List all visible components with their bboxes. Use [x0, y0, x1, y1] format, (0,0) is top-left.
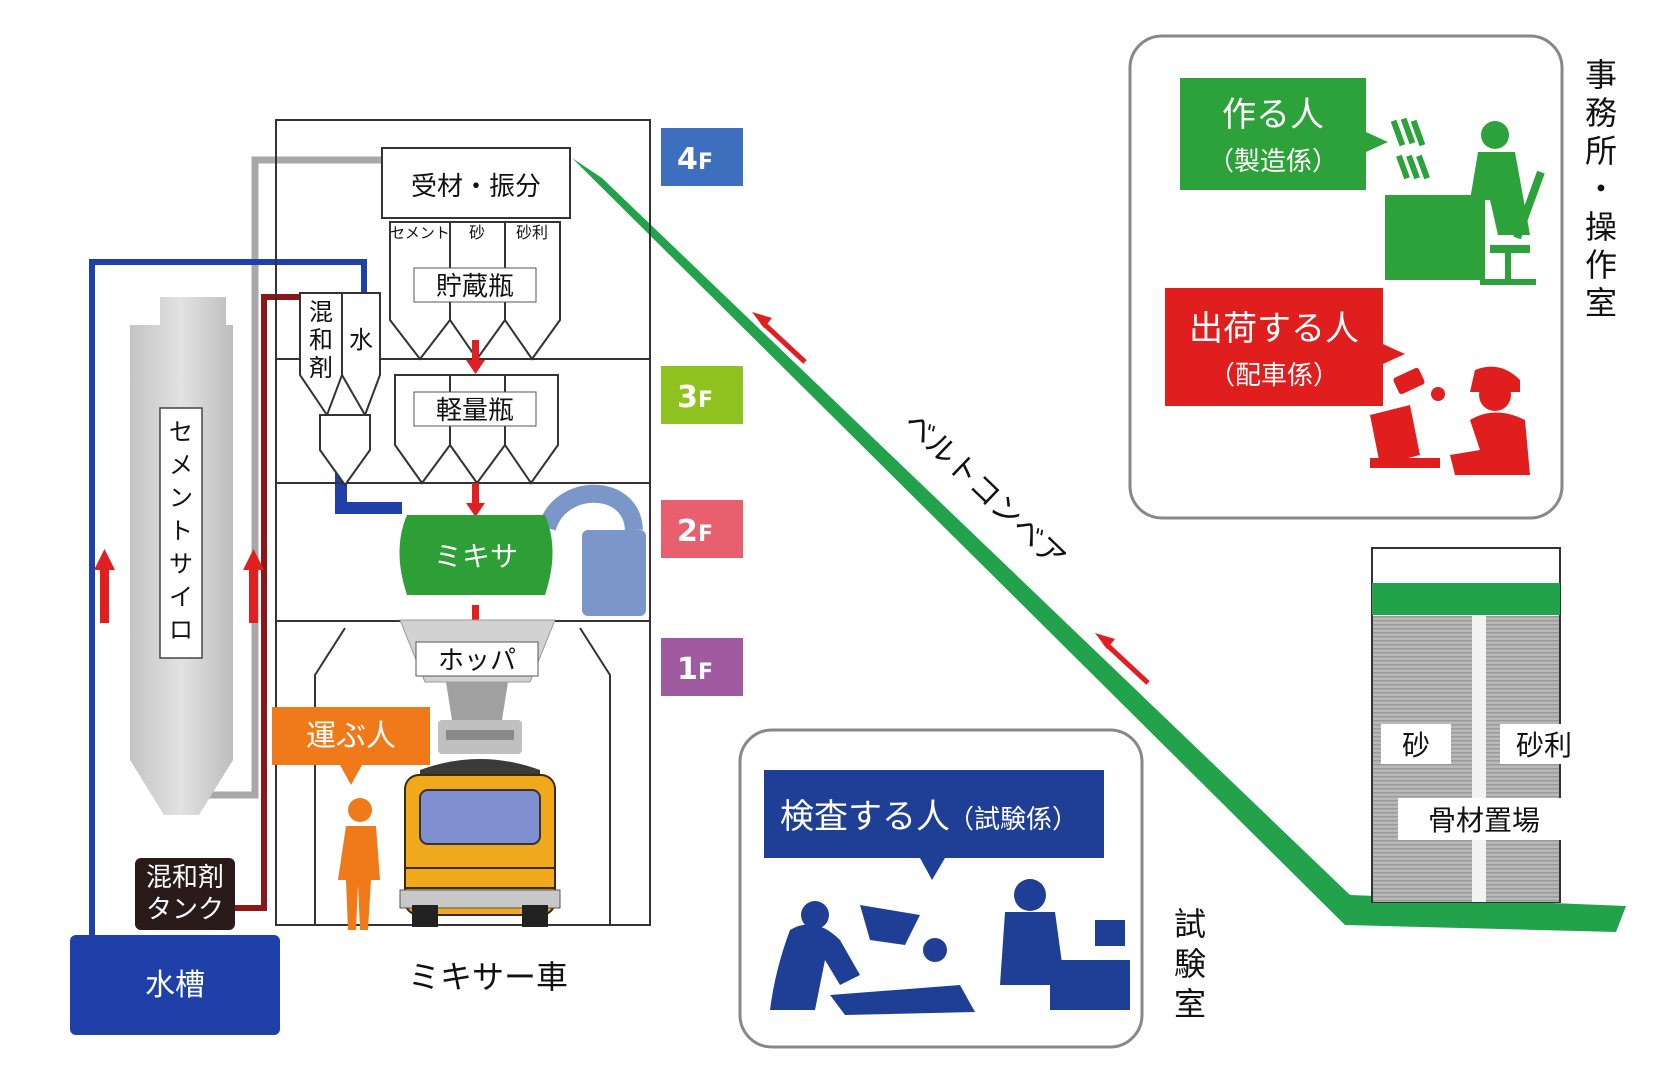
mixer-body: [399, 515, 553, 595]
bin-cement-label: セメント: [390, 224, 450, 242]
transporter-figure: [338, 798, 380, 930]
maker-figure: [1385, 117, 1545, 285]
shipper-figure: [1370, 366, 1530, 475]
svg-text:検査する人: 検査する人: [780, 797, 950, 837]
svg-text:セ: セ: [169, 418, 193, 446]
admixture-char: 和: [309, 326, 333, 354]
yard-label: 骨材置場: [1428, 804, 1540, 837]
yard-sand-label: 砂: [1402, 729, 1430, 762]
svg-text:メ: メ: [169, 451, 193, 479]
floor-3f: 3 F: [661, 366, 743, 424]
transporter-callout: 運ぶ人: [272, 707, 430, 785]
bin-sand-label: 砂: [469, 223, 485, 242]
flow-arrow: [760, 320, 807, 364]
yard-gravel-box: [1500, 724, 1588, 764]
up-arrow-mid: [243, 549, 264, 623]
svg-text:F: F: [698, 522, 713, 547]
svg-text:操: 操: [1585, 208, 1617, 246]
office-title: 事 務 所 ・ 操 作 室: [1585, 56, 1617, 322]
svg-text:（配車係）: （配車係）: [1209, 361, 1339, 391]
hopper-chute: [446, 682, 508, 720]
floor-2f: 2 F: [661, 500, 743, 558]
svg-text:サ: サ: [169, 550, 193, 578]
bin-gravel-label: 砂利: [516, 223, 548, 242]
mixer-motor: [582, 530, 646, 616]
admixture-pipe: [233, 294, 302, 911]
cement-silo: セ メ ン ト サ イ ロ: [130, 297, 233, 815]
mixer-label: ミキサ: [434, 540, 518, 573]
svg-text:所: 所: [1585, 132, 1617, 170]
reception-label: 受材・振分: [411, 172, 541, 202]
flow-arrow-head: [1095, 633, 1115, 649]
svg-text:4: 4: [677, 142, 698, 177]
svg-text:2: 2: [677, 514, 698, 549]
svg-text:・: ・: [1585, 170, 1617, 208]
flow-arrow: [1103, 641, 1150, 685]
svg-text:（製造係）: （製造係）: [1208, 147, 1338, 177]
svg-text:室: 室: [1585, 284, 1617, 322]
svg-text:験: 験: [1174, 945, 1206, 983]
water-to-mixer: [335, 473, 402, 514]
water-tank: [70, 935, 280, 1035]
admixture-tank: [135, 858, 235, 930]
floor-4f: 4 F: [661, 128, 743, 186]
hopper-label-box: [415, 641, 539, 677]
maker-callout: 作る人 （製造係）: [1180, 78, 1388, 190]
mixer-truck-label: ミキサー車: [408, 958, 568, 996]
svg-text:F: F: [698, 150, 713, 175]
admixture-tank-label-1: 混和剤: [146, 863, 224, 893]
mixer-duct: [538, 484, 643, 532]
svg-text:作: 作: [1585, 246, 1617, 284]
lab-title: 試 験 室: [1174, 905, 1206, 1023]
storage-label-box: [413, 267, 537, 303]
svg-text:（試験係）: （試験係）: [948, 805, 1078, 835]
svg-text:務: 務: [1585, 94, 1617, 132]
svg-text:出荷する人: 出荷する人: [1189, 309, 1359, 349]
svg-text:ロ: ロ: [169, 616, 193, 644]
flow-arrow-head: [752, 312, 772, 328]
svg-text:イ: イ: [169, 583, 193, 611]
yard-gravel-label: 砂利: [1516, 729, 1572, 762]
admixture-water-tanks: [299, 292, 381, 487]
weighing-bins: [394, 374, 559, 485]
svg-text:F: F: [698, 388, 713, 413]
svg-text:事: 事: [1585, 56, 1617, 94]
svg-text:試: 試: [1174, 905, 1206, 943]
cement-pipe: [199, 156, 385, 799]
reception-box: [381, 147, 571, 219]
svg-text:3: 3: [677, 380, 698, 415]
yard-label-box: [1398, 798, 1570, 840]
water-tank-label: 水槽: [145, 968, 205, 1003]
admixture-char: 剤: [309, 354, 333, 382]
water-label: 水: [349, 326, 373, 354]
svg-text:作る人: 作る人: [1222, 95, 1324, 135]
admixture-char: 混: [309, 298, 333, 326]
yard-sand-box: [1381, 724, 1451, 764]
svg-text:1: 1: [677, 652, 698, 687]
mixer-truck: [399, 720, 561, 927]
inspector-figures: [770, 879, 1130, 1015]
storage-label: 貯蔵瓶: [436, 272, 514, 302]
svg-text:F: F: [698, 660, 713, 685]
shipper-callout: 出荷する人 （配車係）: [1165, 288, 1405, 406]
svg-text:室: 室: [1174, 985, 1206, 1023]
svg-text:運ぶ人: 運ぶ人: [306, 719, 396, 754]
inspector-callout: 検査する人 （試験係）: [764, 770, 1104, 880]
admixture-tank-label-2: タンク: [146, 895, 224, 925]
water-pipe: [89, 259, 367, 935]
svg-text:ン: ン: [169, 484, 193, 512]
weighing-label-box: [413, 391, 537, 427]
floor-1f: 1 F: [661, 638, 743, 696]
svg-text:ト: ト: [169, 517, 193, 545]
up-arrow-left: [94, 549, 115, 623]
weighing-label: 軽量瓶: [436, 396, 514, 426]
hopper-label: ホッパ: [438, 646, 516, 676]
